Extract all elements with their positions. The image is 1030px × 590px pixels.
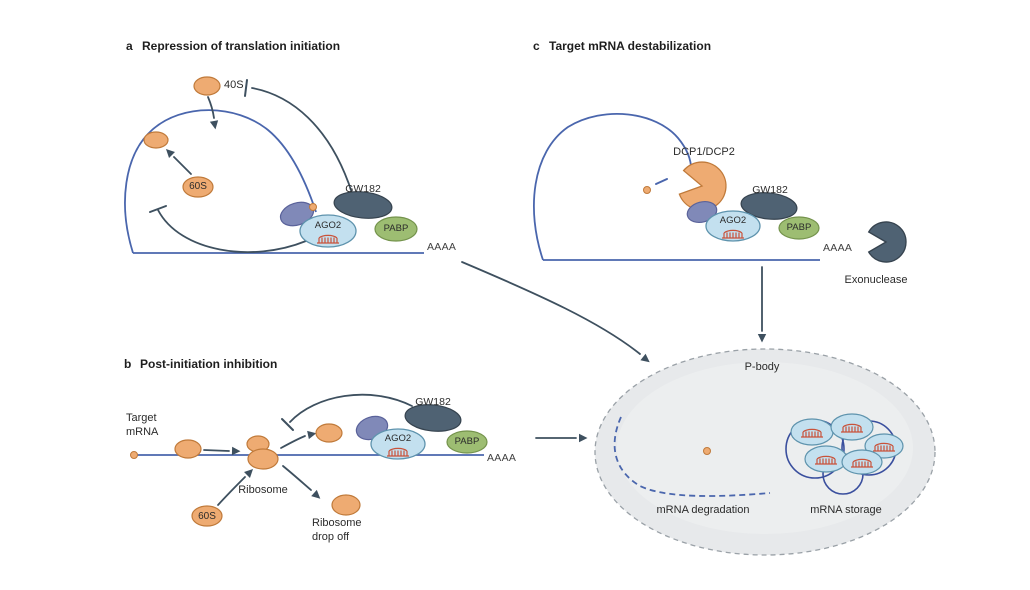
arrowhead — [244, 468, 254, 478]
arrowhead — [579, 433, 588, 443]
label-ribosome: Ribosome — [238, 484, 288, 496]
arrowhead — [231, 446, 241, 456]
mrna-cap-dot — [703, 447, 711, 455]
ribosome-released — [315, 423, 343, 443]
ribosome-initiating — [174, 439, 202, 459]
label-polya: AAAA — [823, 242, 853, 254]
ribosome-60s — [182, 176, 214, 198]
inhibition-tbar — [281, 418, 294, 431]
ribosome-large-subunit — [247, 448, 279, 470]
ribosome-40s-free — [193, 76, 221, 96]
label-pbody: P-body — [744, 361, 780, 373]
arrow-40s-recruitment — [207, 96, 215, 119]
label-ribosome-drop-off: Ribosome drop off — [312, 517, 362, 543]
label-dcp1-dcp2: DCP1/DCP2 — [673, 146, 735, 158]
mrna-cap-dot — [130, 451, 138, 459]
label-ago2: AGO2 — [384, 433, 412, 444]
label-gw182: GW182 — [752, 184, 788, 196]
panel-c-tag: c — [533, 39, 540, 53]
label-60s: 60S — [198, 511, 216, 522]
pabp-ellipse — [374, 216, 418, 242]
label-mrna-degradation: mRNA degradation — [656, 504, 750, 516]
arrow-60s-joining — [173, 156, 192, 175]
cap-binding-complex-ellipse — [686, 200, 718, 224]
label-mrna-storage: mRNA storage — [810, 504, 882, 516]
inhibition-arrow-40s — [251, 87, 353, 194]
label-gw182: GW182 — [415, 396, 451, 408]
label-gw182: GW182 — [345, 183, 381, 195]
label-pabp: PABP — [786, 222, 812, 233]
ago2-ellipse — [299, 214, 357, 248]
exonuclease-pacman — [867, 221, 907, 263]
panel-a-title: Repression of translation initiation — [142, 39, 341, 53]
panel-b-post-initiation-inhibition — [130, 393, 488, 527]
label-target-mrna: Target mRNA — [126, 412, 159, 438]
pbody-region — [594, 348, 936, 556]
arrow-ribosome-release — [280, 435, 306, 449]
gw182-ellipse — [740, 192, 798, 220]
panel-c-title: Target mRNA destabilization — [549, 39, 712, 53]
gw182-ellipse — [404, 404, 462, 432]
arrow-60s-joining — [217, 476, 246, 506]
mrna-storage-cluster — [785, 413, 904, 495]
label-40s: 40S — [224, 79, 244, 91]
arrowhead — [307, 430, 317, 440]
arrow-a-to-pbody — [461, 261, 641, 355]
inhibition-tbar — [244, 79, 248, 97]
panel-b-title: Post-initiation inhibition — [140, 357, 278, 371]
panel-connector-arrows — [461, 261, 767, 443]
arrowhead — [165, 148, 175, 158]
pabp-ellipse — [778, 216, 820, 240]
arrow-elongation — [203, 449, 230, 452]
mrna-loop — [124, 109, 317, 254]
label-ago2: AGO2 — [719, 215, 747, 226]
panel-a-tag: a — [126, 39, 133, 53]
panel-b-tag: b — [124, 357, 132, 371]
mrna-cap-dot — [643, 186, 651, 194]
label-pabp: PABP — [383, 223, 409, 234]
ribosome-40s-scanning — [143, 131, 169, 149]
arrowhead — [209, 120, 219, 130]
panel-c-mrna-destabilization — [533, 112, 907, 263]
ago2-ellipse — [705, 210, 761, 242]
panel-a-repression-initiation — [124, 76, 424, 254]
gw182-ellipse — [333, 191, 393, 219]
ribosome-dropped-off — [331, 494, 361, 516]
mrna-loop — [533, 112, 693, 261]
inhibition-arrow-elongation — [289, 393, 413, 423]
label-polya: AAAA — [487, 452, 517, 464]
inhibition-arrow-60s — [157, 209, 307, 253]
label-polya: AAAA — [427, 241, 457, 253]
pbody-inner-highlight — [617, 362, 913, 534]
inhibition-tbar — [149, 205, 167, 213]
label-exonuclease: Exonuclease — [844, 274, 908, 286]
ribosome-60s — [191, 505, 223, 527]
arrowhead — [311, 489, 321, 499]
label-ago2: AGO2 — [314, 220, 342, 231]
dcp1-dcp2-pacman — [678, 161, 727, 211]
arrowhead — [640, 353, 650, 363]
mrna-cap-dot — [309, 203, 317, 211]
label-pabp: PABP — [454, 436, 480, 447]
label-60s: 60S — [189, 181, 207, 192]
cleaved-cap-fragment — [655, 178, 668, 185]
pabp-ellipse — [446, 430, 488, 454]
ago2-ellipse — [370, 428, 426, 460]
arrow-ribosome-drop-off — [282, 465, 312, 491]
arrowhead — [757, 334, 767, 343]
